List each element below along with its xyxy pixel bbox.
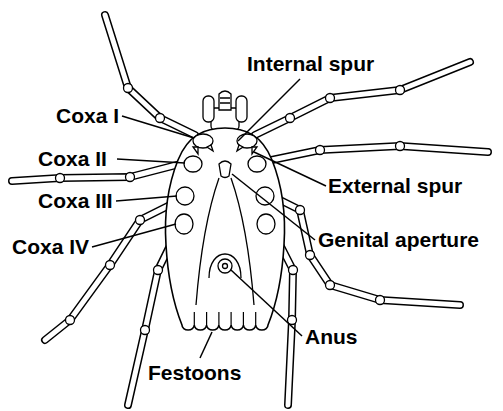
leg-joint xyxy=(136,216,145,225)
genital-groove xyxy=(231,178,254,305)
leader-line xyxy=(116,196,177,201)
leader-line xyxy=(117,159,185,163)
internal-spur xyxy=(237,145,243,151)
palp xyxy=(203,96,214,122)
leg-joint xyxy=(396,142,405,151)
basis-capituli xyxy=(211,108,239,130)
part-label: External spur xyxy=(328,174,462,198)
hypostome xyxy=(219,91,231,110)
leg-outlines xyxy=(12,15,488,405)
leg xyxy=(262,146,488,162)
leg-joint xyxy=(396,86,405,95)
leg-joint xyxy=(286,114,295,123)
part-label: Anus xyxy=(305,325,358,349)
festoon-divider xyxy=(194,312,255,325)
coxa xyxy=(248,156,266,172)
anus-ring xyxy=(218,259,232,273)
leader-line xyxy=(254,152,326,186)
coxa xyxy=(257,214,275,234)
leader-line xyxy=(92,224,176,247)
part-label: Festoons xyxy=(148,361,241,385)
hypostome-teeth xyxy=(220,98,230,103)
leader-line xyxy=(122,116,194,138)
leg-fills xyxy=(12,15,488,405)
leg-joint xyxy=(66,316,75,325)
leg-joint xyxy=(156,114,165,123)
part-label: Coxa III xyxy=(38,189,113,213)
leg-joint xyxy=(376,296,385,305)
leader-line xyxy=(200,332,212,358)
leader-line xyxy=(238,79,300,141)
leg xyxy=(45,200,180,340)
coxae xyxy=(175,134,275,234)
leg-joint xyxy=(126,173,135,182)
legs xyxy=(12,15,488,405)
internal-spur xyxy=(207,145,213,151)
part-label: Genital aperture xyxy=(318,228,479,252)
leg-joint xyxy=(141,326,150,335)
leg xyxy=(262,146,488,162)
capitulum xyxy=(203,91,247,130)
leg-joint xyxy=(154,266,163,275)
leg-joint xyxy=(296,206,305,215)
coxa xyxy=(176,187,194,205)
palp xyxy=(236,96,247,122)
leader-line xyxy=(231,270,302,336)
part-label: Coxa I xyxy=(56,104,119,128)
leader-line xyxy=(232,174,315,240)
leg-joint xyxy=(106,261,115,270)
part-label: Coxa IV xyxy=(12,235,89,259)
leg-joint xyxy=(306,251,315,260)
leader-lines xyxy=(92,79,326,358)
leg-joint xyxy=(289,266,298,275)
part-label: Internal spur xyxy=(247,52,374,76)
genital-groove xyxy=(196,178,219,305)
leg-joint xyxy=(316,146,325,155)
leg-joint xyxy=(56,174,65,183)
leg xyxy=(45,200,180,340)
leg-joint xyxy=(124,84,133,93)
part-label: Coxa II xyxy=(38,147,107,171)
genital-aperture xyxy=(219,161,231,178)
coxa xyxy=(175,214,193,234)
leg-joint xyxy=(326,281,335,290)
external-spur xyxy=(193,147,198,154)
leg-joint xyxy=(326,94,335,103)
anus-center xyxy=(223,264,228,269)
festoon-grooves xyxy=(194,312,255,325)
coxa xyxy=(184,156,202,172)
